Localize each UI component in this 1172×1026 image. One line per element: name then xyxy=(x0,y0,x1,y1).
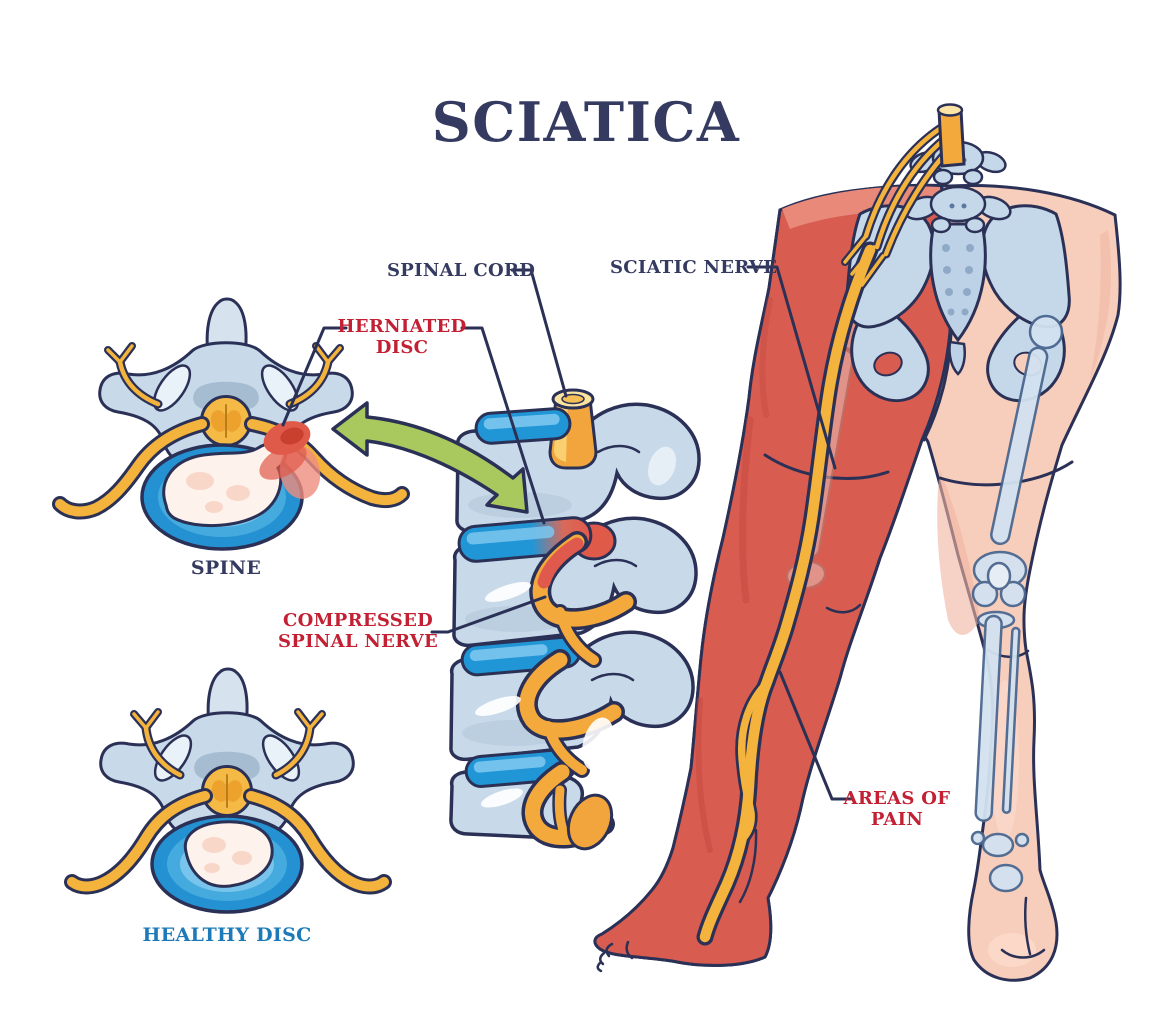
healthy-disc-label: HEALTHY DISC xyxy=(142,924,312,946)
herniation-inflammation xyxy=(259,421,321,499)
leader-lines xyxy=(281,265,853,801)
herniated-disc-leader-line-left xyxy=(281,326,348,427)
zoom-arrow xyxy=(331,401,529,514)
spinal-nerve-roots xyxy=(515,531,637,851)
spine-label: SPINE xyxy=(190,557,262,579)
left-foot-toes xyxy=(596,940,634,973)
herniated-disc-label: HERNIATED DISC xyxy=(337,316,467,358)
healthy-disc-figure xyxy=(64,667,392,914)
lumbar-spine-lateral-figure xyxy=(449,388,701,851)
healthy-nerves xyxy=(64,708,392,895)
diagram-title: SCIATICA xyxy=(431,90,741,154)
herniated-disc-leader-line-right xyxy=(460,326,546,525)
legs-posterior-figure xyxy=(593,103,1122,982)
areas-of-pain-label: AREAS OF PAIN xyxy=(843,788,951,830)
cauda-equina-stub xyxy=(936,103,966,168)
sciatic-nerve-leader-line xyxy=(746,265,837,470)
spinal-cord-leader-line xyxy=(510,268,568,398)
areas-of-pain-leader-line xyxy=(778,670,853,801)
sacral-foramina xyxy=(942,244,974,316)
spinal-cord-label: SPINAL CORD xyxy=(387,260,536,281)
compressed-nerve-leader-line xyxy=(430,595,547,634)
sciatic-nerve-label: SCIATIC NERVE xyxy=(610,257,778,278)
right-leg-bones xyxy=(970,314,1064,893)
bone-highlights xyxy=(475,446,677,808)
healthy-nucleus xyxy=(183,820,274,888)
spine-cross-section-figure xyxy=(52,297,410,551)
compressed-spinal-nerve-label: COMPRESSED SPINAL NERVE xyxy=(277,610,439,652)
compressed-nerve-inflammation xyxy=(537,537,584,589)
sciatic-nerve-illustration xyxy=(696,121,962,946)
